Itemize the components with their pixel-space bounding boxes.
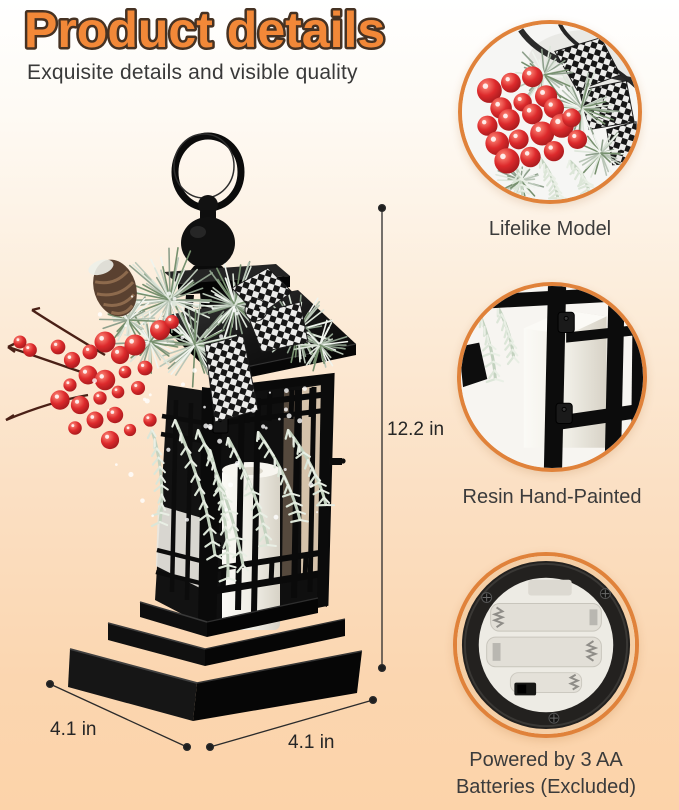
feature-caption-lifelike-model: Lifelike Model: [488, 218, 612, 240]
feature-circle-battery: [453, 552, 639, 738]
lantern-frame-piece: [461, 342, 488, 388]
page-title: Product details: [22, 0, 388, 61]
lantern-base: [68, 597, 363, 721]
lantern-ring-handle: [171, 132, 245, 215]
battery-springs: [491, 606, 599, 691]
feature-caption-battery: Powered by 3 AA Batteries (Excluded): [455, 749, 637, 798]
flocked-cedar-strands: [146, 418, 335, 583]
lantern-illustration: [68, 132, 363, 721]
product-image: [5, 132, 387, 752]
battery-compartment-photo: [457, 556, 635, 734]
greenery-decoration: [5, 247, 349, 583]
feature-circle-resin-hand-painted: [457, 282, 647, 472]
height-dimension-label: 12.2 in: [387, 419, 445, 440]
rim-screws: [481, 588, 611, 724]
red-berries: [13, 315, 179, 450]
page-subtitle: Exquisite details and visible quality: [27, 61, 358, 84]
feature-caption-resin-hand-painted: Resin Hand-Painted: [462, 486, 642, 508]
height-dimension-line: [377, 203, 387, 673]
dimension-lines: [45, 203, 387, 752]
plaid-bow: [204, 267, 309, 423]
candle-lantern-closeup-photo: [461, 286, 643, 468]
base-left-dimension-line: [45, 679, 192, 752]
berries-closeup-photo: [462, 24, 638, 200]
lantern-cage: [155, 372, 346, 632]
snow-flecks: [92, 291, 319, 522]
closeup-hinges: [555, 311, 575, 425]
battery-tray: [486, 579, 602, 696]
base-left-dimension-label: 4.1 in: [50, 719, 97, 740]
door-latch: [329, 458, 346, 465]
feature-circle-lifelike-model: [458, 20, 642, 204]
base-right-dimension-label: 4.1 in: [288, 732, 335, 753]
pinecone: [88, 259, 137, 317]
page-title-text: Product details: [24, 2, 385, 58]
base-right-dimension-line: [205, 695, 378, 752]
